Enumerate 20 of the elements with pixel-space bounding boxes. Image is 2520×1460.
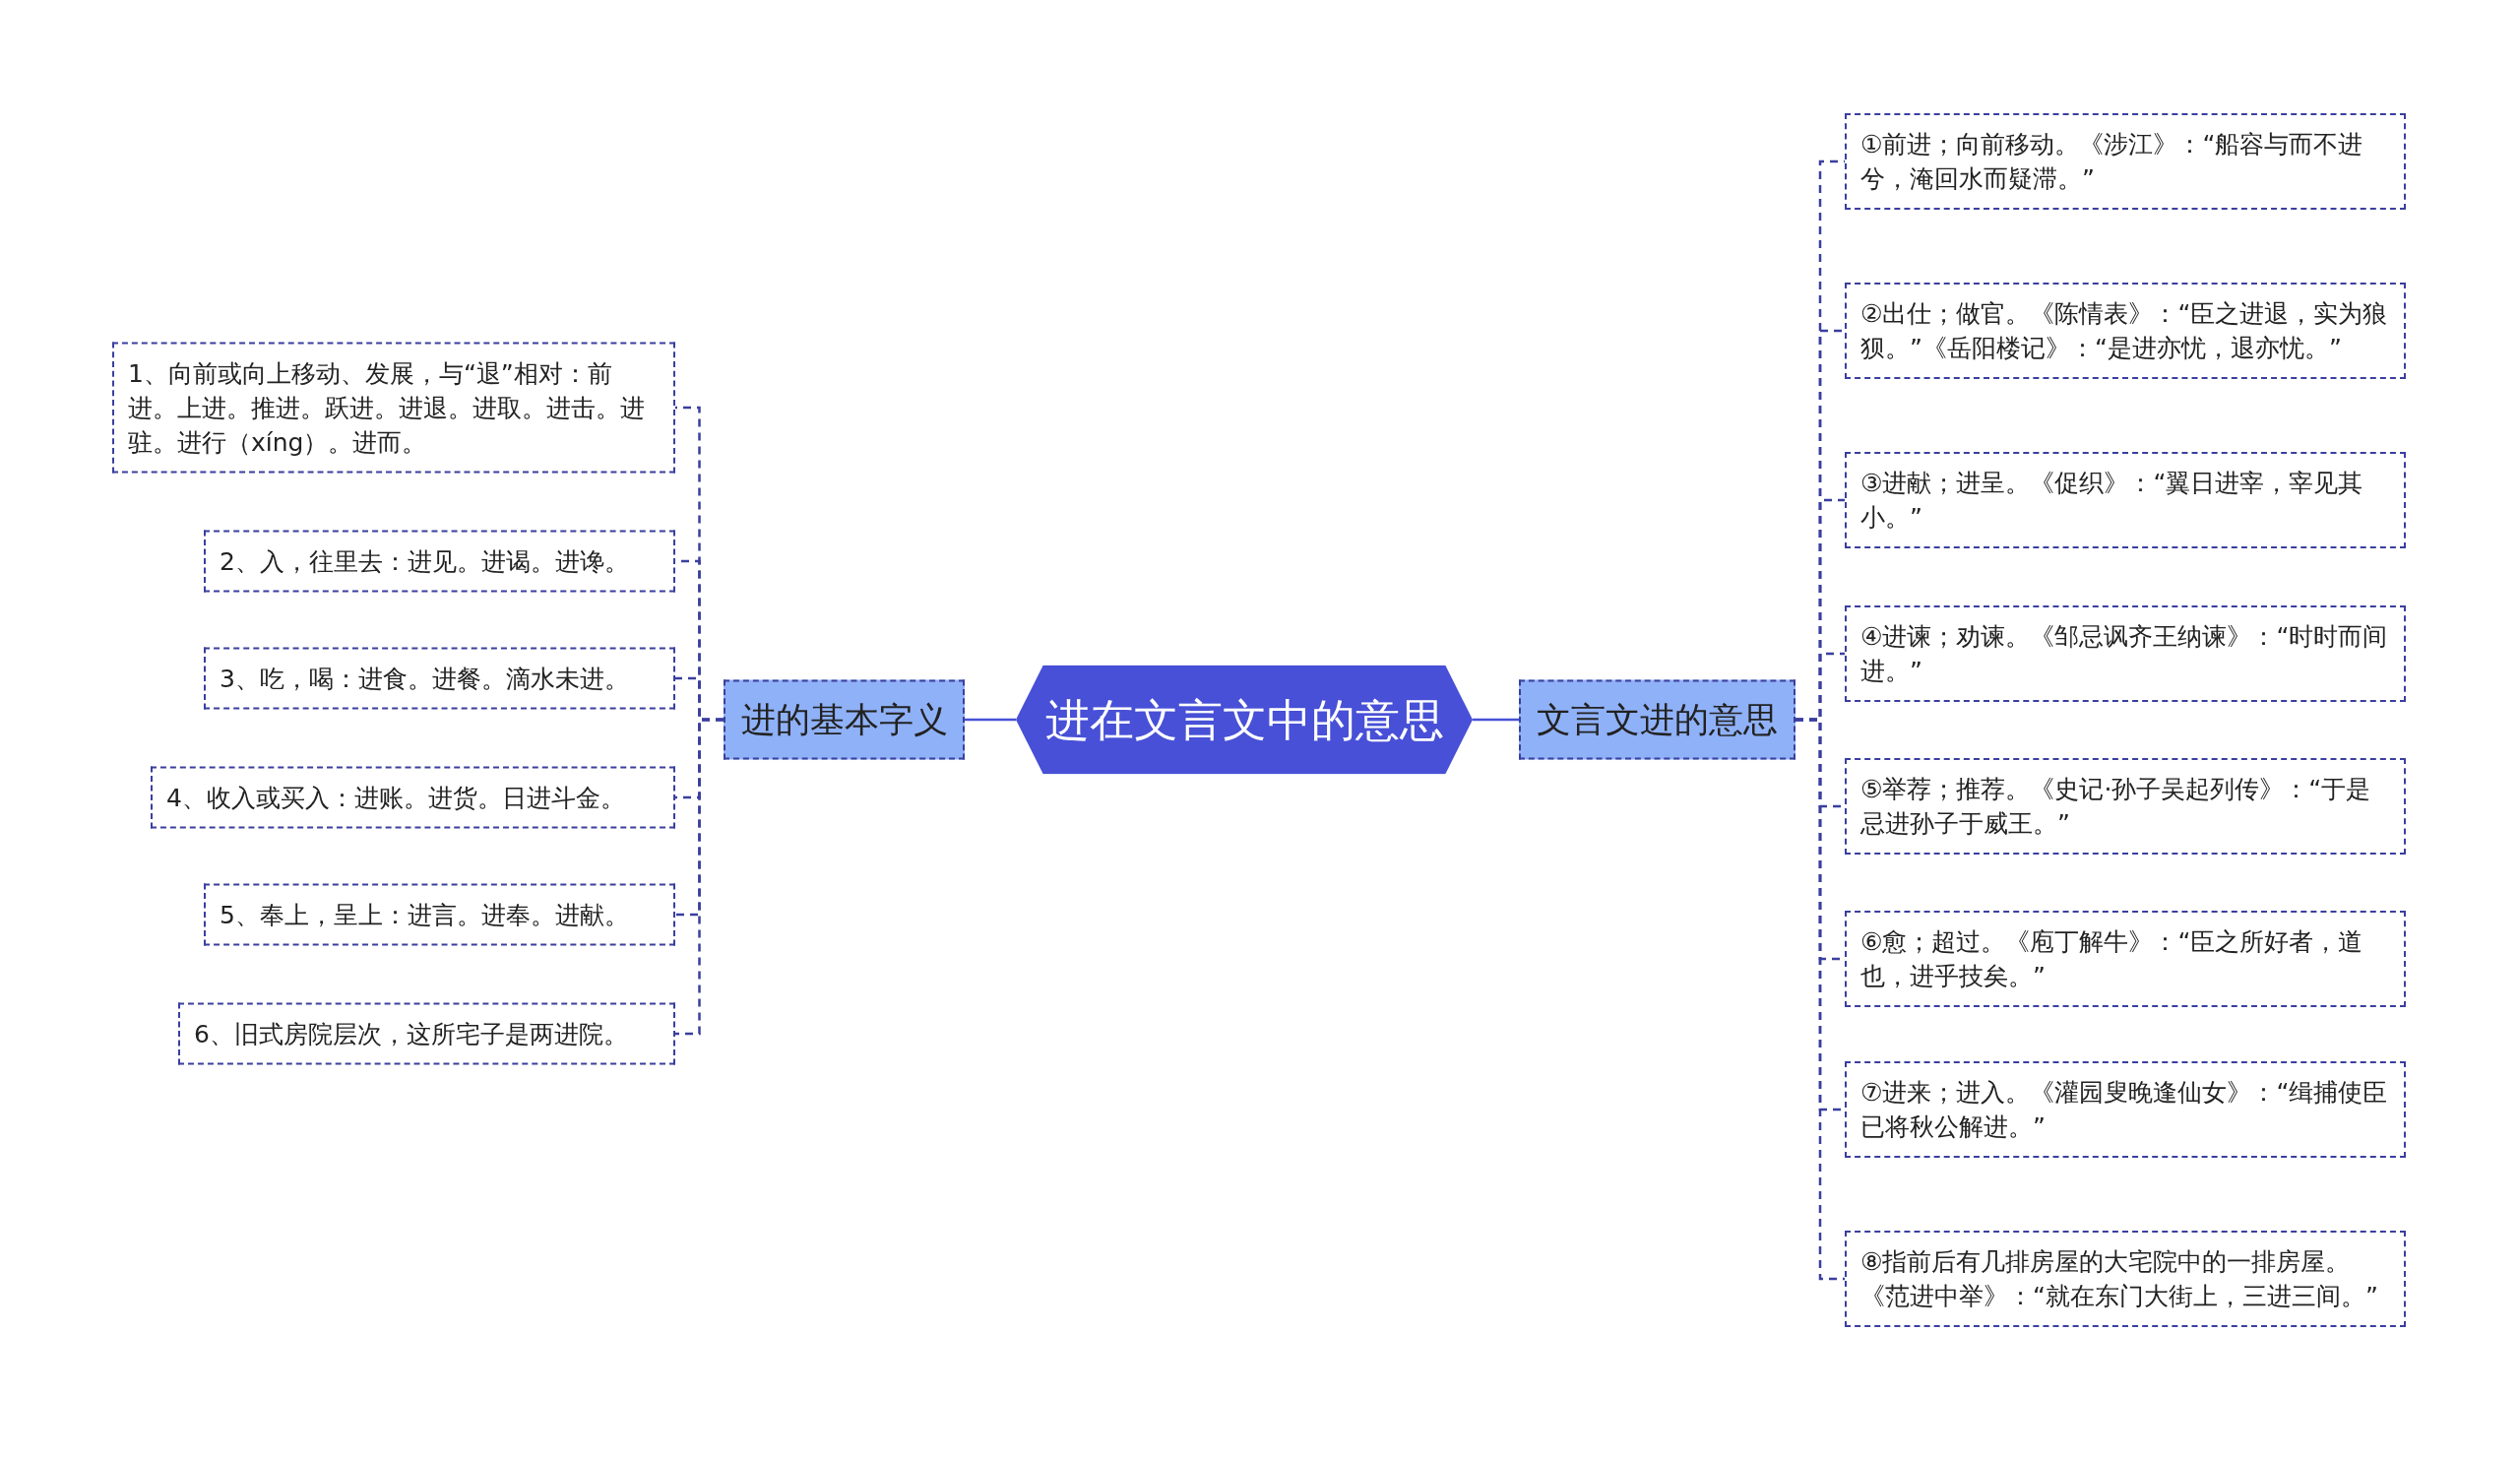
meaning-box: ③进献；进呈。《促织》：“翼日进宰，宰见其小。”: [1845, 452, 2406, 548]
meaning-box: 6、旧式房院层次，这所宅子是两进院。: [178, 1002, 675, 1065]
meaning-box: 5、奉上，呈上：进言。进奉。进献。: [204, 883, 675, 946]
branch-topic-box: 进的基本字义: [724, 679, 965, 760]
meaning-box: ⑧指前后有几排房屋的大宅院中的一排房屋。《范进中举》：“就在东门大街上，三进三间。”: [1845, 1231, 2406, 1327]
meaning-box: 4、收入或买入：进账。进货。日进斗金。: [151, 766, 675, 829]
meaning-box: 2、入，往里去：进见。进谒。进谗。: [204, 530, 675, 593]
meaning-box: 1、向前或向上移动、发展，与“退”相对：前进。上进。推进。跃进。进退。进取。进击。进驻。进行（xíng）。进而。: [112, 342, 675, 474]
meaning-box: ④进谏；劝谏。《邹忌讽齐王纳谏》：“时时而间进。”: [1845, 605, 2406, 702]
meaning-box: 3、吃，喝：进食。进餐。滴水未进。: [204, 647, 675, 710]
meaning-box: ⑦进来；进入。《灌园叟晚逢仙女》：“缉捕使臣已将秋公解进。”: [1845, 1061, 2406, 1158]
meaning-box: ②出仕；做官。《陈情表》：“臣之进退，实为狼狈。”《岳阳楼记》：“是进亦忧，退亦忧。”: [1845, 283, 2406, 379]
connector-line: [965, 718, 1016, 722]
connector-line: [1796, 718, 1845, 1281]
connector-line: [675, 718, 724, 1036]
branch-topic-box: 文言文进的意思: [1519, 679, 1796, 760]
meaning-box: ⑥愈；超过。《庖丁解牛》：“臣之所好者，道也，进乎技矣。”: [1845, 911, 2406, 1007]
meaning-box: ①前进；向前移动。《涉江》：“船容与而不进兮，淹回水而疑滞。”: [1845, 113, 2406, 210]
meaning-box: ⑤举荐；推荐。《史记·孙子吴起列传》：“于是忌进孙子于威王。”: [1845, 758, 2406, 855]
connector-line: [1473, 718, 1519, 722]
